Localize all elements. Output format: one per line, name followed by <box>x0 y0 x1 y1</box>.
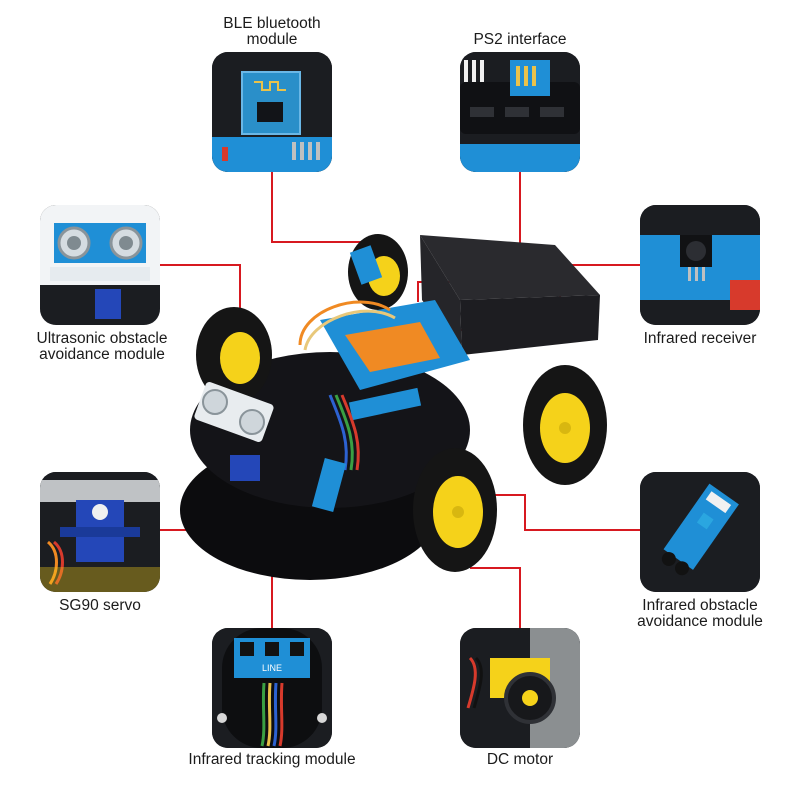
label-ultrasonic-line1: Ultrasonic obstacle <box>36 330 168 347</box>
wheel-rear-left <box>196 307 272 403</box>
ultrasonic-sensor-on-car <box>194 382 274 442</box>
label-ble-line1: BLE bluetooth <box>223 15 321 32</box>
ble-module-thumbnail <box>212 52 332 172</box>
label-ble-module: BLE bluetooth module <box>212 16 332 48</box>
label-ir-tracking: Infrared tracking module <box>188 751 356 768</box>
label-infrared-receiver: Infrared receiver <box>643 330 757 347</box>
tracking-board-text: LINE <box>262 663 282 673</box>
label-ps2-interface: PS2 interface <box>473 31 567 48</box>
label-ble-line2: module <box>246 31 298 48</box>
label-ir-obstacle: Infrared obstacle avoidance module <box>612 598 788 630</box>
infrared-receiver-thumbnail <box>640 205 760 325</box>
ultrasonic-module-thumbnail <box>40 205 160 325</box>
label-ir-obstacle-line2: avoidance module <box>637 613 763 630</box>
ir-tracking-thumbnail: LINE <box>212 628 332 748</box>
label-dc-motor: DC motor <box>486 751 554 768</box>
wheel-front-left <box>413 448 497 572</box>
sg90-servo-thumbnail <box>40 472 160 592</box>
label-ultrasonic-line2: avoidance module <box>39 346 165 363</box>
wheel-front-right <box>523 365 607 485</box>
controller-board <box>320 300 470 421</box>
ps2-interface-thumbnail <box>460 52 580 172</box>
label-sg90-servo: SG90 servo <box>59 597 141 614</box>
battery-box <box>420 235 600 355</box>
ir-obstacle-on-car <box>311 458 347 512</box>
dc-motor-thumbnail <box>460 628 580 748</box>
label-ultrasonic-module: Ultrasonic obstacle avoidance module <box>12 331 192 363</box>
ir-obstacle-thumbnail <box>640 472 760 592</box>
label-ir-obstacle-line1: Infrared obstacle <box>642 597 758 614</box>
servo-on-car <box>230 455 260 481</box>
ble-module-on-car <box>349 245 383 285</box>
